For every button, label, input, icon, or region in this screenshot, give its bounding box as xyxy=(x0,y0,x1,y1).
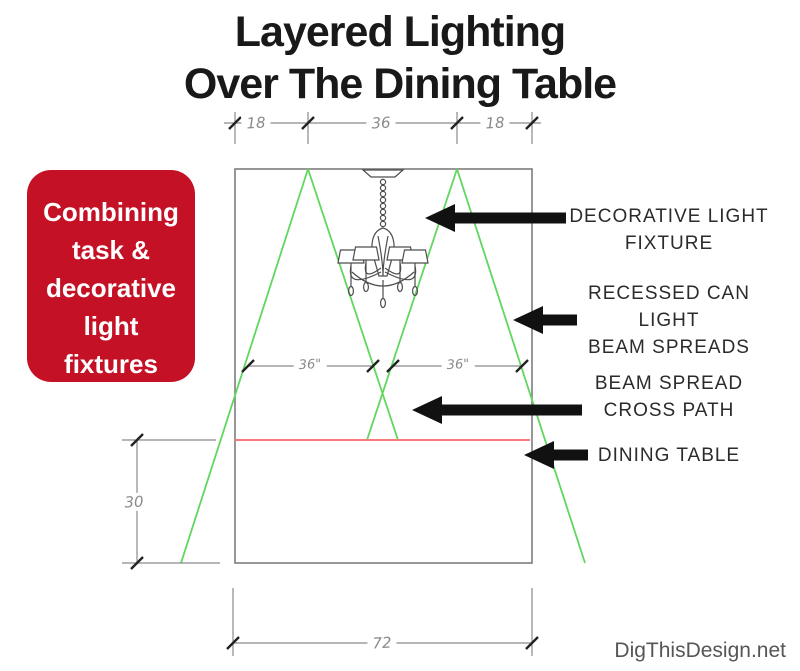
label-line: RECESSED CAN LIGHT xyxy=(588,283,750,331)
room-outline xyxy=(234,168,533,564)
annotation-arrows xyxy=(412,204,588,469)
callout-line-5: fixtures xyxy=(64,349,158,379)
callout-line-2: task & xyxy=(71,235,151,265)
arrow-decorative-fixture-icon xyxy=(425,204,566,232)
title-line-2: Over The Dining Table xyxy=(183,60,617,108)
label-dining-table: DINING TABLE xyxy=(557,442,781,469)
dim-beam-left: 36" xyxy=(293,356,327,374)
dimension-ticks xyxy=(130,116,539,650)
label-line: DECORATIVE LIGHT xyxy=(569,206,769,227)
page-title: Layered Lighting Over The Dining Table xyxy=(0,6,800,110)
arrow-cross-path-icon xyxy=(412,396,582,424)
arrow-dining-table-icon xyxy=(524,441,588,469)
label-line: DINING TABLE xyxy=(597,445,741,466)
watermark: DigThisDesign.net xyxy=(614,639,786,662)
callout-line-3: decorative xyxy=(45,273,177,303)
title-line-1: Layered Lighting xyxy=(234,8,566,56)
label-line: BEAM SPREADS xyxy=(588,337,750,358)
label-beam-spread-cross-path: BEAM SPREAD CROSS PATH xyxy=(557,370,781,424)
left-beam-outer-line xyxy=(180,168,309,564)
left-beam-inner-line xyxy=(307,168,399,441)
dim-table-width: 72 xyxy=(367,633,397,653)
label-decorative-light-fixture: DECORATIVE LIGHT FIXTURE xyxy=(557,203,781,257)
label-line: FIXTURE xyxy=(624,233,714,254)
label-line: BEAM SPREAD xyxy=(594,373,744,394)
dim-top-right: 18 xyxy=(480,113,510,133)
label-line: CROSS PATH xyxy=(603,400,735,421)
callout-line-4: light xyxy=(83,311,139,341)
dim-top-left: 18 xyxy=(241,113,271,133)
dim-table-height: 30 xyxy=(119,492,149,512)
dim-top-center: 36 xyxy=(366,113,396,133)
arrow-beam-spreads-icon xyxy=(513,306,577,334)
chandelier-icon xyxy=(337,169,429,309)
label-recessed-can-beam-spreads: RECESSED CAN LIGHT BEAM SPREADS xyxy=(557,280,781,361)
callout-line-1: Combining xyxy=(43,197,179,227)
callout-box: Combining task & decorative light fixtur… xyxy=(27,170,195,382)
dim-beam-right: 36" xyxy=(441,356,475,374)
dimension-lines xyxy=(122,112,541,656)
